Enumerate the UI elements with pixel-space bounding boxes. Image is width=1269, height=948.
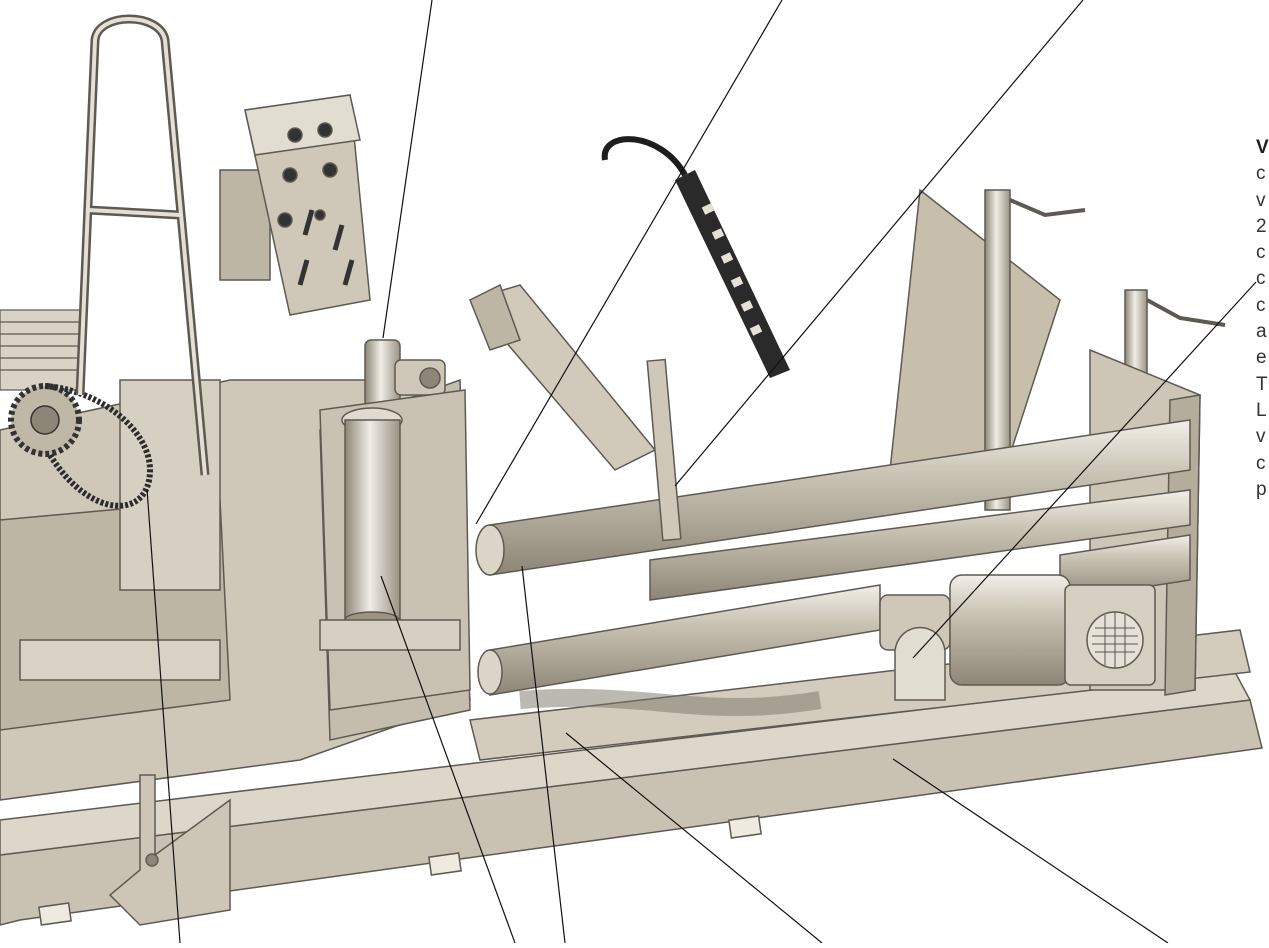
base-slot	[728, 815, 762, 839]
base-frame	[0, 629, 1263, 926]
vertical-cylinder	[319, 389, 471, 711]
splitting-wedge	[889, 188, 1061, 471]
description-letter: c	[1256, 163, 1266, 185]
base-slot	[38, 902, 72, 926]
description-letter: 2	[1256, 215, 1267, 237]
leader-line	[380, 575, 516, 944]
hydraulic-pump	[879, 574, 1071, 701]
description-letter: c	[1256, 452, 1266, 474]
electric-motor	[1064, 584, 1156, 686]
pendant-remote	[601, 136, 790, 378]
control-panel	[219, 94, 371, 316]
tilting-arm	[468, 283, 682, 542]
base-slot	[428, 852, 462, 876]
leader-line	[674, 0, 1084, 487]
grille	[0, 309, 81, 391]
description-letter: c	[1256, 294, 1266, 316]
foot-bracket	[108, 774, 231, 926]
drive-chain	[44, 383, 154, 509]
description-letter: a	[1256, 321, 1267, 343]
description-letter: v	[1256, 189, 1266, 211]
leader-line	[382, 0, 433, 339]
description-letter: c	[1256, 242, 1266, 264]
description-letter: v	[1256, 426, 1266, 448]
description-letter: e	[1256, 347, 1267, 369]
description-letter: p	[1256, 478, 1267, 500]
description-letter: c	[1256, 268, 1266, 290]
description-letter: T	[1256, 373, 1268, 395]
description-heading-letter: V	[1256, 137, 1269, 158]
leader-line	[565, 732, 823, 944]
hydraulic-hose	[519, 688, 822, 717]
leader-line	[521, 565, 566, 944]
leader-line	[475, 0, 783, 525]
truncated-description-text: V c v 2 c c c a e T L v c p	[1256, 135, 1269, 503]
leader-line	[892, 758, 1169, 944]
description-letter: L	[1256, 399, 1267, 421]
leader-line	[146, 488, 181, 944]
leader-lines	[146, 0, 1257, 944]
drive-gear	[8, 383, 154, 509]
leader-line	[912, 281, 1257, 659]
